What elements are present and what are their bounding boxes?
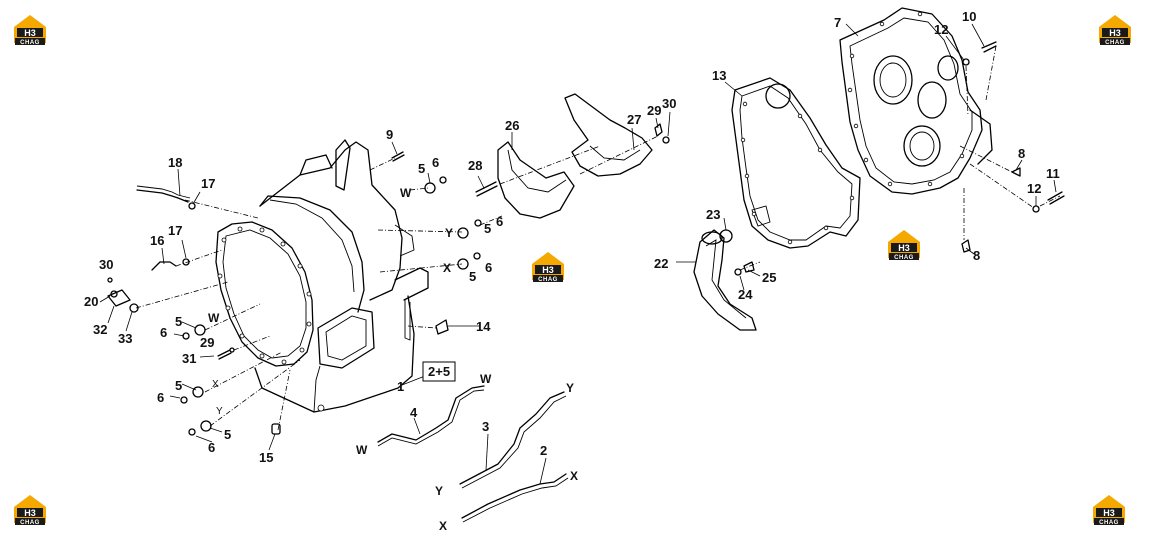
- pipe-2: [461, 473, 569, 523]
- letter-y: Y: [566, 381, 574, 395]
- pipe-3: [459, 391, 567, 489]
- callout-2: 2: [540, 443, 547, 458]
- callout-8: 8: [1018, 146, 1025, 161]
- logo-text-top: H3: [1103, 508, 1115, 518]
- callout-29: 29: [200, 335, 214, 350]
- callout-6: 6: [208, 440, 215, 455]
- watermark-logo-top-right: H3 CHAG: [1097, 13, 1133, 46]
- callout-13: 13: [712, 68, 726, 83]
- callout-30: 30: [99, 257, 113, 272]
- leader-lines: [99, 23, 1057, 485]
- logo-text-bottom: CHAG: [894, 255, 914, 261]
- callout-8: 8: [973, 248, 980, 263]
- callout-5: 5: [469, 269, 476, 284]
- callout-5: 5: [175, 314, 182, 329]
- callout-18: 18: [168, 155, 182, 170]
- callout-20: 20: [84, 294, 98, 309]
- callout-33: 33: [118, 331, 132, 346]
- letter-w: W: [480, 372, 492, 386]
- callout-4: 4: [410, 405, 418, 420]
- letter-x: X: [439, 519, 447, 533]
- callout-11: 11: [1046, 166, 1060, 181]
- alignment-lines: [135, 45, 1061, 431]
- letter-y: Y: [445, 226, 453, 240]
- logo-text-top: H3: [24, 28, 36, 38]
- callout-box: [422, 361, 456, 382]
- watermark-logo-bottom-right: H3 CHAG: [1091, 493, 1127, 526]
- callout-25: 25: [762, 270, 776, 285]
- callout-32: 32: [93, 322, 107, 337]
- callout-26: 26: [505, 118, 519, 133]
- cover-27: [564, 93, 653, 177]
- logo-text-top: H3: [24, 508, 36, 518]
- letter-y: Y: [216, 406, 223, 417]
- logo-text-bottom: CHAG: [1099, 520, 1119, 526]
- letter-x: X: [443, 261, 451, 275]
- oil-pipe-22: [693, 229, 757, 331]
- callout-5: 5: [418, 161, 425, 176]
- callout-17: 17: [201, 176, 215, 191]
- small-hardware: [107, 41, 1065, 436]
- housing-cover-7: [839, 7, 993, 195]
- logo-text-bottom: CHAG: [538, 277, 558, 283]
- logo-text-bottom: CHAG: [1105, 40, 1125, 46]
- callout-6: 6: [160, 325, 167, 340]
- watermark-logo-center-right: H3 CHAG: [886, 228, 922, 261]
- logo-text-top: H3: [1109, 28, 1121, 38]
- callout-10: 10: [962, 9, 976, 24]
- callout-15: 15: [259, 450, 273, 465]
- callout-6: 6: [485, 260, 492, 275]
- callout-30: 30: [662, 96, 676, 111]
- callout-5: 5: [484, 221, 491, 236]
- callout-3: 3: [482, 419, 489, 434]
- gasket-cover-13: [731, 77, 861, 249]
- callout-12: 12: [1027, 181, 1041, 196]
- callout-7: 7: [834, 15, 841, 30]
- logo-text-top: H3: [542, 265, 554, 275]
- pipe-4: [377, 385, 485, 447]
- watermark-logo-top-left: H3 CHAG: [12, 13, 48, 46]
- letter-x: X: [570, 469, 578, 483]
- connection-letters: W W W W X X X X Y Y Y Y: [208, 186, 578, 533]
- watermark-logo-center-left: H3 CHAG: [530, 250, 566, 283]
- callout-1: 1: [397, 379, 404, 394]
- logo-text-bottom: CHAG: [20, 520, 40, 526]
- watermark-logo-bottom-left: H3 CHAG: [12, 493, 48, 526]
- callout-16: 16: [150, 233, 164, 248]
- callout-2-plus-5: 2+5: [428, 364, 450, 379]
- callout-17: 17: [168, 223, 182, 238]
- callout-27: 27: [627, 112, 641, 127]
- logo-text-top: H3: [898, 243, 910, 253]
- callout-6: 6: [432, 155, 439, 170]
- cover-26: [497, 141, 575, 219]
- transmission-housing: [215, 139, 429, 413]
- letter-y: Y: [435, 484, 443, 498]
- callout-6: 6: [496, 214, 503, 229]
- letter-w: W: [208, 311, 220, 325]
- callout-22: 22: [654, 256, 668, 271]
- letter-w: W: [400, 186, 412, 200]
- letter-w: W: [356, 443, 368, 457]
- logo-text-bottom: CHAG: [20, 40, 40, 46]
- callout-23: 23: [706, 207, 720, 222]
- callout-5: 5: [175, 378, 182, 393]
- callout-9: 9: [386, 127, 393, 142]
- callout-5: 5: [224, 427, 231, 442]
- callout-14: 14: [476, 319, 491, 334]
- callout-6: 6: [157, 390, 164, 405]
- callout-28: 28: [468, 158, 482, 173]
- callout-numbers: 1 2+5 2 3 4 5 6 6 5 6 5 5 6 5 6 5 6 7 8 …: [84, 9, 1060, 465]
- callout-12: 12: [934, 22, 948, 37]
- callout-24: 24: [738, 287, 753, 302]
- callout-29: 29: [647, 103, 661, 118]
- callout-31: 31: [182, 351, 196, 366]
- letter-x: X: [212, 379, 219, 390]
